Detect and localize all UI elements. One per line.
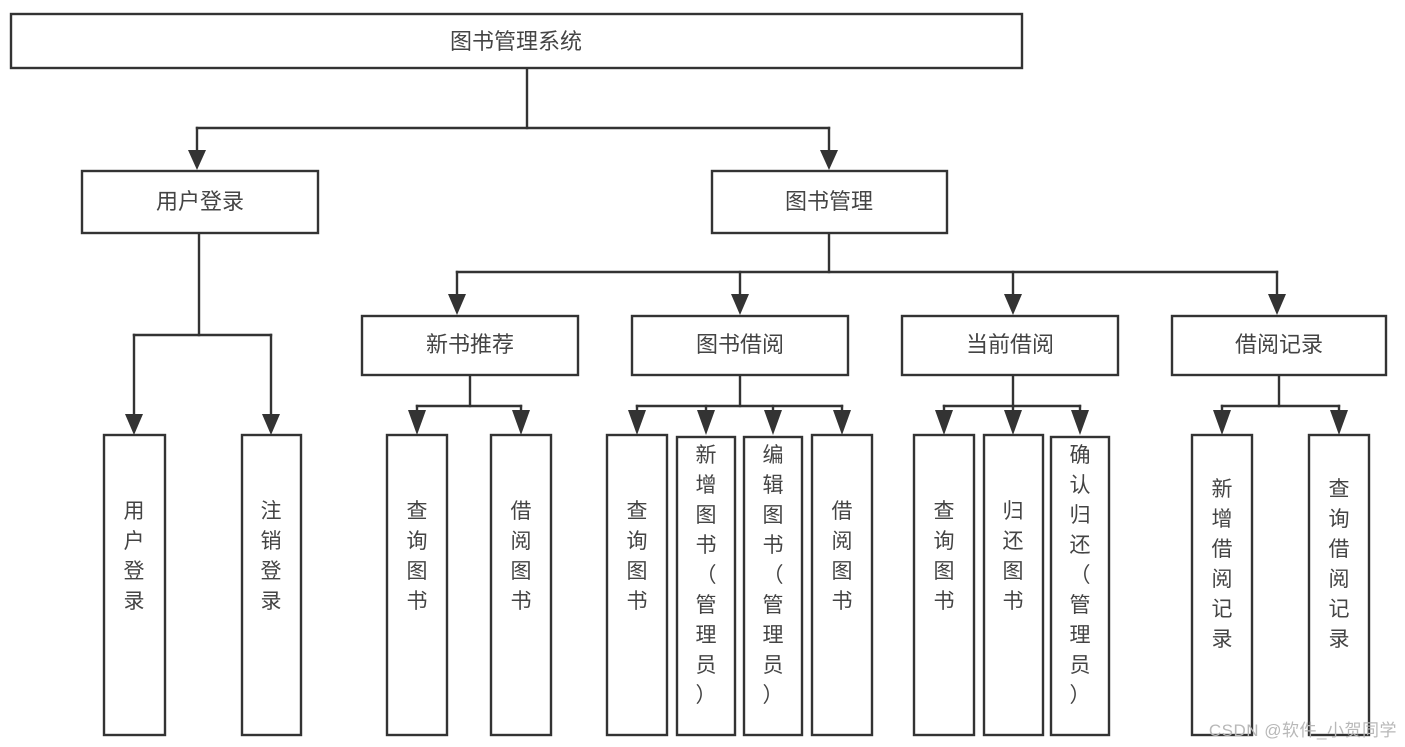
node-leaf-user-login-label: 用户登录 bbox=[124, 500, 145, 613]
node-new-book-recommend-label: 新书推荐 bbox=[426, 332, 514, 357]
node-book-borrow-box[interactable] bbox=[630, 314, 850, 377]
arrowhead-user-login bbox=[188, 150, 206, 170]
arrowhead-book-borrow bbox=[731, 294, 749, 315]
node-leaf-return-book-box[interactable] bbox=[982, 433, 1045, 737]
arrowhead-leaf-confirm-return bbox=[1071, 410, 1089, 435]
connector-group-book-manage bbox=[448, 231, 1286, 315]
node-leaf-borrow-book-2[interactable]: 借阅图书 bbox=[810, 433, 874, 737]
node-root[interactable]: 图书管理系统 bbox=[9, 12, 1024, 70]
node-leaf-query-record-label: 查询借阅记录 bbox=[1329, 478, 1350, 651]
node-borrow-record[interactable]: 借阅记录 bbox=[1170, 314, 1388, 377]
node-leaf-user-login-box[interactable] bbox=[102, 433, 167, 737]
node-leaf-query-record[interactable]: 查询借阅记录 bbox=[1307, 433, 1371, 737]
node-book-manage-box[interactable] bbox=[710, 169, 949, 235]
node-leaf-add-record-box[interactable] bbox=[1190, 433, 1254, 737]
arrowhead-leaf-edit-book bbox=[764, 410, 782, 435]
node-leaf-query-book-3-label: 查询图书 bbox=[934, 500, 955, 613]
node-new-book-recommend-box[interactable] bbox=[360, 314, 580, 377]
node-book-manage-label: 图书管理 bbox=[785, 189, 873, 214]
node-leaf-borrow-book-1[interactable]: 借阅图书 bbox=[489, 433, 553, 737]
arrowhead-new-book-recommend bbox=[448, 294, 466, 315]
node-leaf-logout-login-box[interactable] bbox=[240, 433, 303, 737]
node-leaf-add-record-label: 新增借阅记录 bbox=[1212, 478, 1233, 651]
connector-group-root bbox=[188, 66, 838, 170]
node-leaf-edit-book-box[interactable] bbox=[742, 435, 804, 737]
node-current-borrow-box[interactable] bbox=[900, 314, 1120, 377]
node-leaf-return-book[interactable]: 归还图书 bbox=[982, 433, 1045, 737]
node-leaf-query-book-2[interactable]: 查询图书 bbox=[605, 433, 669, 737]
connector-group-current-borrow-children bbox=[935, 373, 1089, 435]
node-leaf-add-book-label: 新增图书（管理员） bbox=[696, 444, 717, 707]
connector-group-borrow-record-children bbox=[1213, 373, 1348, 435]
node-borrow-record-box[interactable] bbox=[1170, 314, 1388, 377]
arrowhead-leaf-borrow-book-1 bbox=[512, 410, 530, 435]
node-leaf-query-book-2-box[interactable] bbox=[605, 433, 669, 737]
node-leaf-query-book-3[interactable]: 查询图书 bbox=[912, 433, 976, 737]
node-leaf-confirm-return-box[interactable] bbox=[1049, 435, 1111, 737]
node-book-borrow[interactable]: 图书借阅 bbox=[630, 314, 850, 377]
connector-group-user-login-children bbox=[125, 231, 280, 435]
node-leaf-edit-book-label: 编辑图书（管理员） bbox=[763, 444, 784, 707]
arrowhead-leaf-query-record bbox=[1330, 410, 1348, 435]
node-leaf-add-book-box[interactable] bbox=[675, 435, 737, 737]
node-leaf-query-record-box[interactable] bbox=[1307, 433, 1371, 737]
node-user-login-box[interactable] bbox=[80, 169, 320, 235]
node-leaf-edit-book[interactable]: 编辑图书（管理员） bbox=[742, 435, 804, 737]
node-new-book-recommend[interactable]: 新书推荐 bbox=[360, 314, 580, 377]
node-book-borrow-label: 图书借阅 bbox=[696, 332, 784, 357]
connector-group-book-borrow-children bbox=[628, 373, 851, 435]
node-leaf-user-login[interactable]: 用户登录 bbox=[102, 433, 167, 737]
node-leaf-borrow-book-1-label: 借阅图书 bbox=[511, 500, 532, 613]
node-leaf-confirm-return-label: 确认归还（管理员） bbox=[1070, 444, 1091, 707]
node-leaf-logout-login[interactable]: 注销登录 bbox=[240, 433, 303, 737]
node-root-label: 图书管理系统 bbox=[450, 29, 582, 54]
node-leaf-borrow-book-1-box[interactable] bbox=[489, 433, 553, 737]
node-book-manage[interactable]: 图书管理 bbox=[710, 169, 949, 235]
node-leaf-query-book-3-box[interactable] bbox=[912, 433, 976, 737]
node-current-borrow[interactable]: 当前借阅 bbox=[900, 314, 1120, 377]
arrowhead-leaf-query-book-1 bbox=[408, 410, 426, 435]
node-leaf-borrow-book-2-box[interactable] bbox=[810, 433, 874, 737]
node-user-login[interactable]: 用户登录 bbox=[80, 169, 320, 235]
node-leaf-logout-login-label: 注销登录 bbox=[261, 500, 282, 613]
arrowhead-book-manage bbox=[820, 150, 838, 170]
node-leaf-borrow-book-2-label: 借阅图书 bbox=[832, 500, 853, 613]
node-borrow-record-label: 借阅记录 bbox=[1235, 332, 1323, 357]
arrowhead-borrow-record bbox=[1268, 294, 1286, 315]
node-leaf-query-book-2-label: 查询图书 bbox=[627, 500, 648, 613]
node-root-box[interactable] bbox=[9, 12, 1024, 70]
arrowhead-leaf-add-record bbox=[1213, 410, 1231, 435]
node-leaf-query-book-1[interactable]: 查询图书 bbox=[385, 433, 449, 737]
arrowhead-leaf-add-book bbox=[697, 410, 715, 435]
node-leaf-add-record[interactable]: 新增借阅记录 bbox=[1190, 433, 1254, 737]
arrowhead-leaf-return-book bbox=[1004, 410, 1022, 435]
node-leaf-confirm-return[interactable]: 确认归还（管理员） bbox=[1049, 435, 1111, 737]
arrowhead-leaf-user-login bbox=[125, 414, 143, 435]
node-leaf-add-book[interactable]: 新增图书（管理员） bbox=[675, 435, 737, 737]
arrowhead-leaf-logout-login bbox=[262, 414, 280, 435]
csdn-watermark: CSDN @软件_小贺同学 bbox=[1208, 721, 1397, 740]
node-current-borrow-label: 当前借阅 bbox=[966, 332, 1054, 357]
node-leaf-query-book-1-box[interactable] bbox=[385, 433, 449, 737]
node-leaf-return-book-label: 归还图书 bbox=[1003, 500, 1024, 613]
node-leaf-query-book-1-label: 查询图书 bbox=[407, 500, 428, 613]
arrowhead-current-borrow bbox=[1004, 294, 1022, 315]
connector-group-new-book-recommend-children bbox=[408, 373, 530, 435]
arrowhead-leaf-query-book-2 bbox=[628, 410, 646, 435]
arrowhead-leaf-borrow-book-2 bbox=[833, 410, 851, 435]
arrowhead-leaf-query-book-3 bbox=[935, 410, 953, 435]
node-user-login-label: 用户登录 bbox=[156, 189, 244, 214]
